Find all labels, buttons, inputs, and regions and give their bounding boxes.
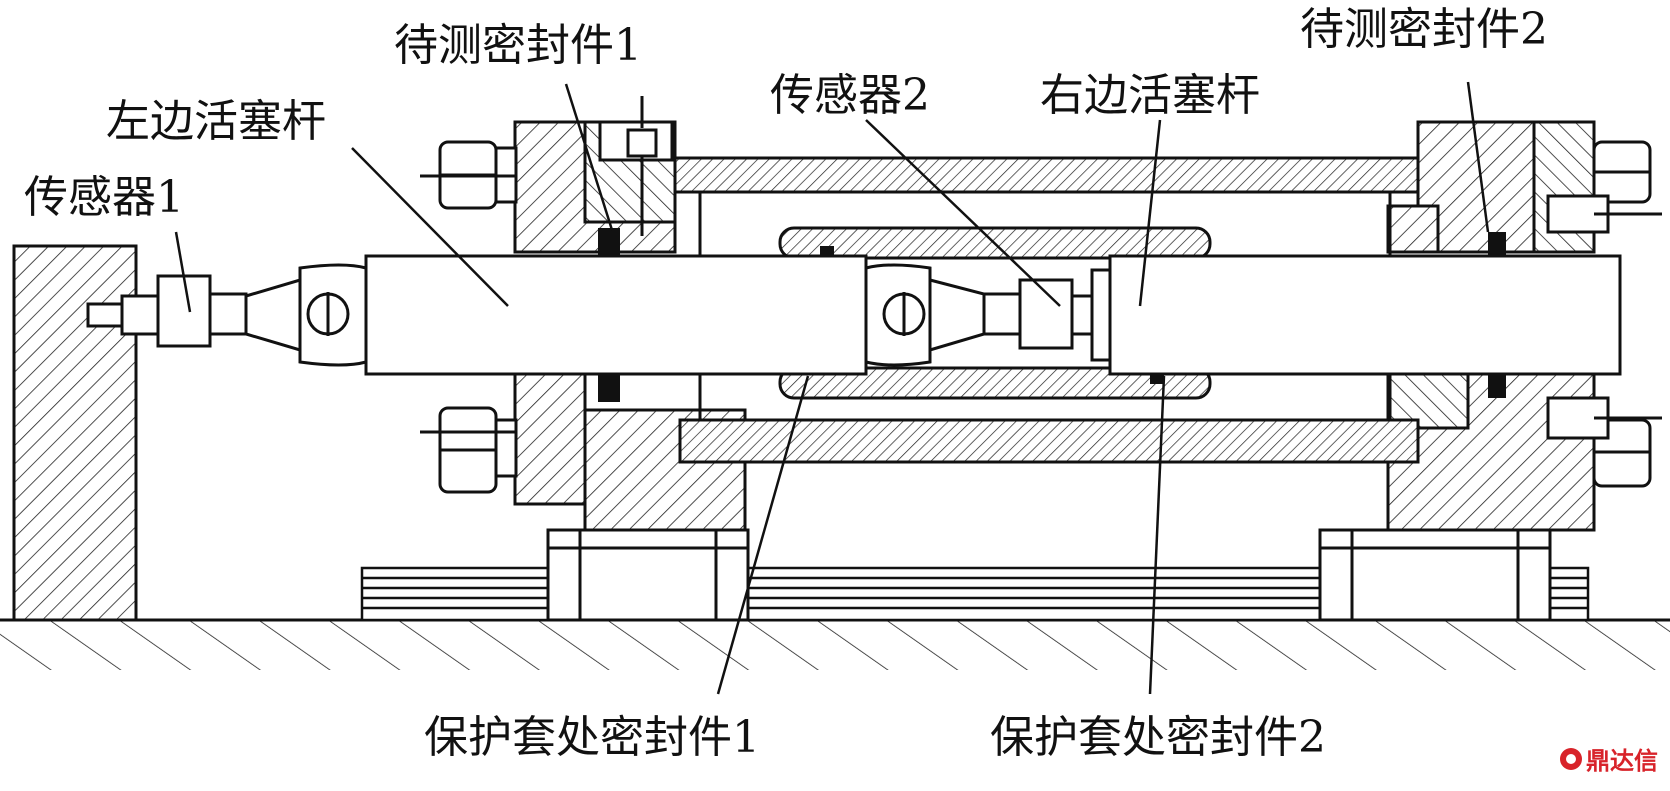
base-pedestals [546,528,1552,622]
bolts-right [1546,140,1662,488]
bolts-left [420,140,518,494]
label-left-piston-rod: 左边活塞杆 [106,96,326,147]
label-seal-test-2: 待测密封件2 [1300,4,1548,55]
label-sleeve-seal-1: 保护套处密封件1 [424,712,760,763]
watermark-logo: 鼎达信 [1560,741,1658,776]
label-sleeve-seal-2: 保护套处密封件2 [990,712,1326,763]
left-wall-support [12,244,138,622]
seals [598,228,1506,402]
left-clevis-and-sensor [86,263,368,367]
ground [0,618,1670,670]
label-seal-test-1: 待测密封件1 [394,20,642,71]
top-port [626,96,658,236]
leader-lines [174,81,1490,695]
label-sensor-1: 传感器1 [24,172,184,223]
watermark-mark-icon [1560,747,1582,770]
label-right-piston-rod: 右边活塞杆 [1040,70,1260,121]
middle-clevis-and-sensor [864,263,1112,367]
label-sensor-2: 传感器2 [770,70,930,121]
watermark-text: 鼎达信 [1586,747,1658,775]
outer-cylinder [673,156,1420,464]
